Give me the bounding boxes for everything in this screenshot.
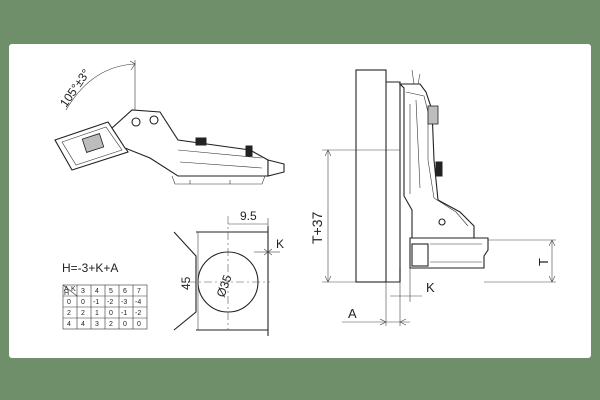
table-cell: -2 (135, 310, 141, 317)
dim-k-top-label: K (276, 237, 284, 251)
door-edge-line (173, 231, 197, 331)
table-cell: 0 (123, 321, 127, 328)
hinge-clip (427, 105, 439, 125)
table-cell: 2 (109, 321, 113, 328)
closed-hinge-view: T+37 T K A (309, 69, 556, 326)
table-row-a: 2 (67, 310, 71, 317)
table-cell: -1 (121, 310, 127, 317)
table-cell: 4 (81, 321, 85, 328)
table-cell: 0 (109, 310, 113, 317)
hinge-pivot (438, 218, 446, 226)
table-cell: 1 (95, 310, 99, 317)
table-cell: 0 (81, 299, 85, 306)
panel-edge (386, 81, 401, 283)
dim-t-label: T (536, 258, 551, 266)
arm-tip (267, 159, 285, 177)
arm-mounting-block (81, 133, 105, 153)
table-header-cell: 7 (137, 288, 141, 295)
pivot-pin-2 (149, 115, 159, 125)
adjust-screw-side (245, 145, 253, 157)
opening-angle-label: 105°±3° (57, 66, 93, 109)
table-row-a: 4 (67, 321, 71, 328)
table-header-cell: 3 (81, 288, 85, 295)
angle-arrow-head (129, 60, 136, 71)
table-corner-k: K (71, 286, 76, 293)
cup-diameter-label: Ø35 (214, 273, 235, 299)
dim-a-label: A (348, 306, 357, 321)
table-header-cell: 4 (95, 288, 99, 295)
adjustment-table: A K H 3 4 5 6 7 0 0 -1 -2 -3 -4 2 2 1 0 … (62, 284, 148, 330)
table-cell: -1 (93, 299, 99, 306)
dim-k-bottom-label: K (426, 280, 435, 295)
pivot-pin-1 (131, 117, 141, 127)
table-header-cell: 5 (109, 288, 113, 295)
hinge-body (398, 83, 475, 239)
formula-text: H=-3+K+A (62, 261, 118, 275)
cabinet-side-panel (355, 69, 387, 283)
dim-9-5-label: 9.5 (240, 209, 257, 223)
open-hinge-view: 105°±3° (54, 60, 285, 185)
technical-drawing: 105°±3° 9.5 K 45 (54, 60, 556, 336)
hinge-top-tabs (411, 69, 421, 85)
cup-insert (411, 243, 429, 267)
cup-layout-view: 9.5 K 45 Ø35 (173, 209, 284, 336)
table-cell: 2 (81, 310, 85, 317)
table-corner-a: A (64, 286, 69, 293)
table-row-a: 0 (67, 299, 71, 306)
table-cell: -2 (107, 299, 113, 306)
dim-45-label: 45 (179, 276, 193, 290)
dim-t37-label: T+37 (309, 211, 325, 244)
table-cell: -4 (135, 299, 141, 306)
table-cell: 0 (137, 321, 141, 328)
table-cell: -3 (121, 299, 127, 306)
opening-angle-arc (65, 63, 136, 111)
table-cell: 3 (95, 321, 99, 328)
side-adjust-screw (435, 161, 443, 177)
table-corner-h: H (64, 290, 69, 297)
table-header-cell: 6 (123, 288, 127, 295)
adjust-screw-top (195, 137, 207, 146)
drawing-sheet: 105°±3° 9.5 K 45 (9, 44, 591, 358)
